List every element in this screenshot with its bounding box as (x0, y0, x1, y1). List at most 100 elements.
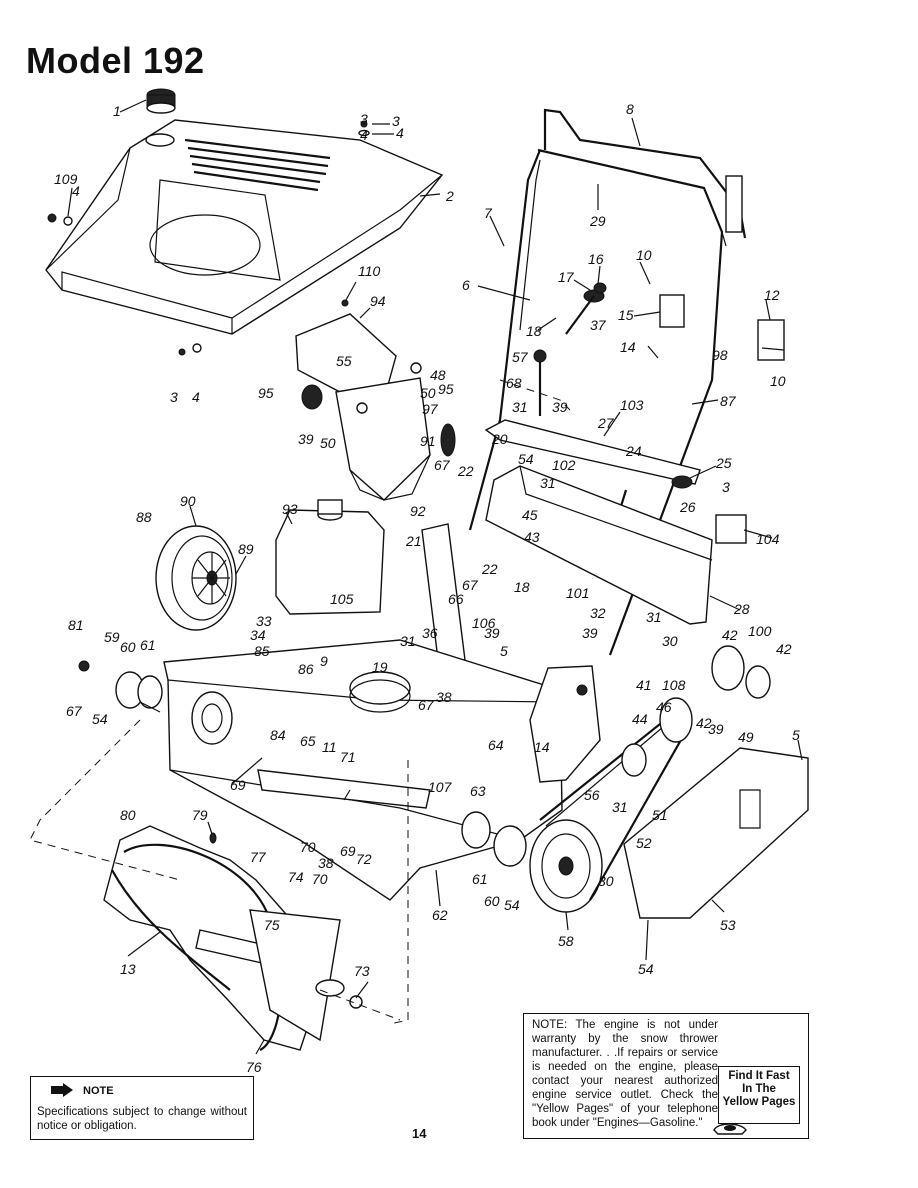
callout-label: 39 (552, 399, 568, 415)
callout-label: 69 (340, 843, 356, 859)
callout-label: 14 (534, 739, 550, 755)
callout-label: 42 (722, 627, 738, 643)
callout-label: 101 (566, 585, 589, 601)
chute-part (295, 313, 456, 501)
callout-label: 102 (552, 457, 576, 473)
callout-label: 3 (360, 111, 368, 127)
callout-label: 42 (776, 641, 792, 657)
callout-label: 60 (484, 893, 500, 909)
callout-label: 90 (180, 493, 196, 509)
callout-label: 44 (632, 711, 648, 727)
callout-label: 67 (66, 703, 83, 719)
callout-label: 8 (626, 101, 634, 117)
callout-label: 105 (330, 591, 354, 607)
reference-line (319, 989, 401, 1021)
callout-label: 110 (358, 263, 381, 279)
callout-label: 69 (230, 777, 246, 793)
callout-label: 54 (504, 897, 520, 913)
callout-label: 41 (636, 677, 652, 693)
callout-label: 61 (140, 637, 156, 653)
handle-part (468, 108, 785, 656)
callout-label: 92 (410, 503, 426, 519)
reference-line (29, 719, 181, 881)
note-text: Specifications subject to change without… (37, 1106, 247, 1132)
callout-label: 31 (400, 633, 416, 649)
callout-label: 97 (422, 401, 439, 417)
callout-label: 48 (430, 367, 446, 383)
reference-line (499, 379, 571, 411)
callout-label: 67 (434, 457, 451, 473)
callout-label: 55 (336, 353, 352, 369)
callout-label: 104 (756, 531, 780, 547)
callout-label: 64 (488, 737, 504, 753)
callout-label: 95 (258, 385, 274, 401)
right-arrow-icon (51, 1083, 73, 1097)
callout-label: 51 (652, 807, 668, 823)
callout-label: 5 (500, 643, 508, 659)
telephone-icon (713, 1123, 747, 1135)
callout-label: 31 (512, 399, 528, 415)
callout-label: 21 (405, 533, 422, 549)
specifications-note-box: NOTE Specifications subject to change wi… (30, 1076, 254, 1140)
callout-label: 32 (590, 605, 606, 621)
callout-label: 62 (432, 907, 448, 923)
callout-label: 24 (625, 443, 642, 459)
callout-label: 5 (792, 727, 800, 743)
callout-label: 15 (618, 307, 634, 323)
callout-label: 66 (448, 591, 464, 607)
callout-label: 91 (420, 433, 436, 449)
leader-lines (67, 99, 803, 1055)
callout-label: 10 (636, 247, 652, 263)
yellow-pages-line-3: Yellow Pages (722, 1096, 796, 1108)
callout-label: 70 (312, 871, 328, 887)
callout-label: 10 (770, 373, 786, 389)
callout-label: 45 (522, 507, 538, 523)
callout-label: 84 (270, 727, 286, 743)
callout-label: 39 (298, 431, 314, 447)
callout-label: 71 (340, 749, 356, 765)
engine-warranty-note-box: NOTE: The engine is not under warranty b… (523, 1013, 809, 1139)
callout-label: 1 (113, 103, 121, 119)
callout-label: 31 (612, 799, 628, 815)
callout-label: 42 (696, 715, 712, 731)
callout-label: 67 (462, 577, 479, 593)
callout-label: 79 (192, 807, 208, 823)
callout-label: 53 (720, 917, 736, 933)
callout-label: 26 (679, 499, 696, 515)
callout-label: 73 (354, 963, 370, 979)
callout-label: 107 (428, 779, 453, 795)
callout-label: 50 (420, 385, 436, 401)
callout-label: 49 (738, 729, 754, 745)
callout-label: 38 (318, 855, 334, 871)
callout-label: 106 (472, 615, 496, 631)
callout-label: 3 (722, 479, 730, 495)
callout-label: 2 (445, 188, 454, 204)
frame-part (78, 465, 809, 919)
callout-label: 100 (748, 623, 772, 639)
callout-label: 77 (250, 849, 267, 865)
callout-label: 39 (708, 721, 724, 737)
callout-label: 75 (264, 917, 280, 933)
callout-label: 108 (662, 677, 686, 693)
callout-label: 65 (300, 733, 316, 749)
callout-label: 36 (422, 625, 438, 641)
callout-label: 22 (481, 561, 498, 577)
callout-label: 68 (506, 375, 522, 391)
callout-label: 76 (246, 1059, 262, 1075)
callout-label: 61 (472, 871, 488, 887)
callout-label: 11 (322, 739, 337, 755)
auger-part (103, 825, 363, 1051)
callout-label: 54 (638, 961, 654, 977)
note-heading: NOTE (83, 1085, 114, 1097)
callout-label: 54 (518, 451, 534, 467)
callout-label: 3 (170, 389, 178, 405)
callout-label: 46 (656, 699, 672, 715)
callout-label: 67 (418, 697, 435, 713)
callout-label: 63 (470, 783, 486, 799)
yellow-pages-line-2: In The (742, 1083, 776, 1095)
callout-labels: 1 2 3 4 3 4 109 4 110 94 3 4 55 48 50 95… (54, 101, 800, 1075)
callout-label: 31 (540, 475, 556, 491)
callout-label: 25 (715, 455, 732, 471)
callout-label: 93 (282, 501, 298, 517)
